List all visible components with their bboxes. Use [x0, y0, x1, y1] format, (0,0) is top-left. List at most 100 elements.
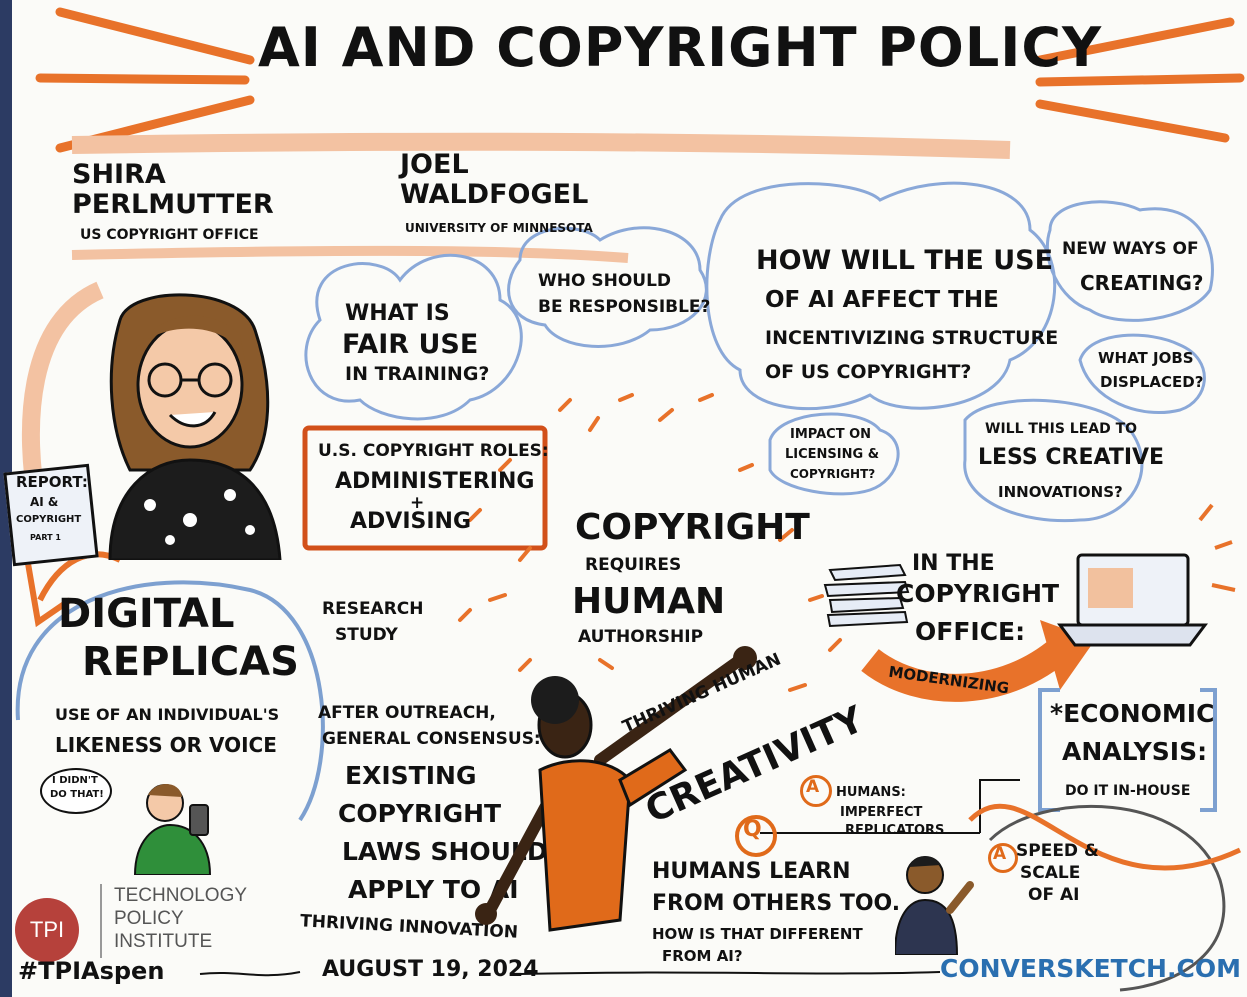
page-title: AI and Copyright Policy — [258, 16, 1103, 79]
incentive-line-1: How will the Use — [756, 245, 1054, 276]
laptop-drawing — [1057, 503, 1236, 647]
economic-line-3: Do it in-house — [1065, 783, 1191, 799]
roles-line-1: U.S. Copyright Roles: — [318, 441, 549, 461]
authorship-line-2: Requires — [585, 555, 682, 575]
economic-line-1: *Economic — [1050, 699, 1215, 728]
outreach-line-1: After Outreach, — [318, 703, 496, 723]
q-badge — [735, 815, 777, 857]
outreach-line-2: General Consensus: — [322, 729, 541, 749]
authorship-line-1: Copyright — [575, 507, 810, 548]
title-underline — [71, 132, 1011, 159]
question-line-4: from AI? — [662, 947, 743, 965]
incentive-line-2: of AI affect the — [765, 287, 999, 313]
speaker-1-first-name: Shira — [72, 159, 166, 190]
replicas-desc-line-2: Likeness or Voice — [55, 733, 277, 757]
outreach-line-3: Existing — [345, 761, 477, 790]
digital-replicas-line-1: Digital — [58, 591, 235, 637]
roles-line-3: + — [410, 493, 425, 513]
tpi-line-3: Institute — [114, 931, 213, 953]
footer-line — [199, 971, 301, 977]
report-line-4: Part 1 — [30, 533, 61, 542]
research-line-2: Study — [335, 625, 398, 645]
roles-box — [302, 425, 548, 551]
event-date: August 19, 2024 — [322, 957, 539, 982]
new-ways-line-1: New ways of — [1062, 239, 1199, 259]
answer-2-line-2: scale — [1020, 863, 1081, 883]
answer-2-line-3: of AI — [1028, 885, 1080, 905]
question-line-1: Humans learn — [652, 859, 851, 884]
explaining-person-drawing — [895, 856, 974, 955]
globe-outline — [988, 804, 1226, 992]
paper-stack — [823, 563, 910, 628]
answer-2-line-1: Speed & — [1016, 841, 1099, 861]
a-badge-1 — [800, 775, 832, 807]
burst-dashes — [458, 393, 842, 702]
speaker-2-first-name: Joel — [400, 149, 469, 180]
q-badge-letter: Q — [743, 817, 762, 842]
left-arrowhead — [21, 539, 72, 628]
celebrating-person-drawing — [475, 646, 757, 932]
speaker-2-affiliation: University of Minnesota — [405, 221, 593, 235]
qa-connector — [979, 779, 1020, 833]
speech-line-2: do that! — [50, 789, 104, 800]
authorship-line-3: Human — [572, 581, 726, 622]
tpi-logo: TPI — [15, 898, 79, 962]
speaker-1-last-name: Perlmutter — [72, 189, 274, 220]
incentive-line-3: Incentivizing Structure — [765, 327, 1059, 349]
replicas-desc-line-1: Use of an Individual's — [55, 705, 280, 724]
speaker-1-affiliation: US Copyright Office — [80, 227, 259, 243]
tpi-wordmark: Technology Policy Institute — [114, 884, 247, 954]
speech-line-1: I didn't — [52, 775, 98, 786]
fair-use-line-3: in Training? — [345, 363, 490, 385]
modernizing-arrow — [861, 629, 1080, 702]
outreach-line-4: Copyright — [338, 799, 502, 828]
speaker-portrait — [108, 293, 282, 560]
artist-credit: ConverSketch.com — [940, 954, 1241, 983]
event-hashtag: #TPIAspen — [18, 957, 165, 985]
answer-1-line-2: imperfect — [840, 805, 923, 820]
licensing-line-2: licensing & — [785, 447, 880, 462]
question-line-2: from others too. — [652, 891, 901, 916]
econ-bracket-right — [1200, 688, 1217, 812]
responsible-line-2: be Responsible? — [538, 297, 711, 317]
fair-use-line-1: What is — [345, 301, 450, 326]
a-badge-2-letter: A — [993, 844, 1007, 864]
answer-1-line-3: replicators — [845, 823, 945, 838]
office-line-1: In the — [912, 551, 995, 576]
tpi-divider — [100, 884, 102, 958]
jobs-line-2: displaced? — [1100, 373, 1204, 391]
roles-line-2: Administering — [335, 469, 535, 494]
speech-bubble — [40, 768, 112, 814]
globe-orbit — [968, 803, 1242, 871]
office-line-2: Copyright — [896, 579, 1060, 608]
report-line-1: Report: — [16, 473, 88, 491]
answer-1-line-1: Humans: — [836, 785, 906, 800]
less-creative-line-2: less creative — [978, 445, 1165, 470]
report-line-2: AI & — [30, 495, 59, 509]
title-flourish-right — [1035, 17, 1245, 143]
less-creative-line-1: Will this lead to — [985, 421, 1138, 437]
digital-replicas-line-2: Replicas — [82, 639, 299, 685]
authorship-line-4: Authorship — [578, 627, 704, 647]
tpi-line-2: Policy — [114, 908, 184, 930]
licensing-line-3: copyright? — [790, 467, 876, 481]
jobs-line-1: What jobs — [1098, 349, 1194, 367]
a-badge-1-letter: A — [806, 777, 820, 797]
question-line-3: How is that different — [652, 925, 863, 943]
report-line-3: Copyright — [16, 514, 82, 525]
responsible-line-1: Who should — [538, 271, 672, 291]
office-line-3: Office: — [915, 617, 1026, 646]
a-badge-2 — [988, 843, 1018, 873]
economic-line-2: Analysis: — [1062, 737, 1208, 766]
fair-use-line-2: Fair Use — [342, 329, 479, 360]
phone-person-drawing — [133, 783, 212, 875]
speaker-2-last-name: Waldfogel — [400, 179, 589, 210]
replicas-circle — [15, 580, 325, 822]
new-ways-line-2: creating? — [1080, 271, 1204, 295]
speaker-underline — [71, 245, 629, 263]
licensing-line-1: Impact on — [790, 427, 872, 442]
roles-line-4: Advising — [350, 509, 471, 534]
tpi-line-1: Technology — [114, 885, 248, 906]
thought-clouds — [304, 181, 1214, 523]
